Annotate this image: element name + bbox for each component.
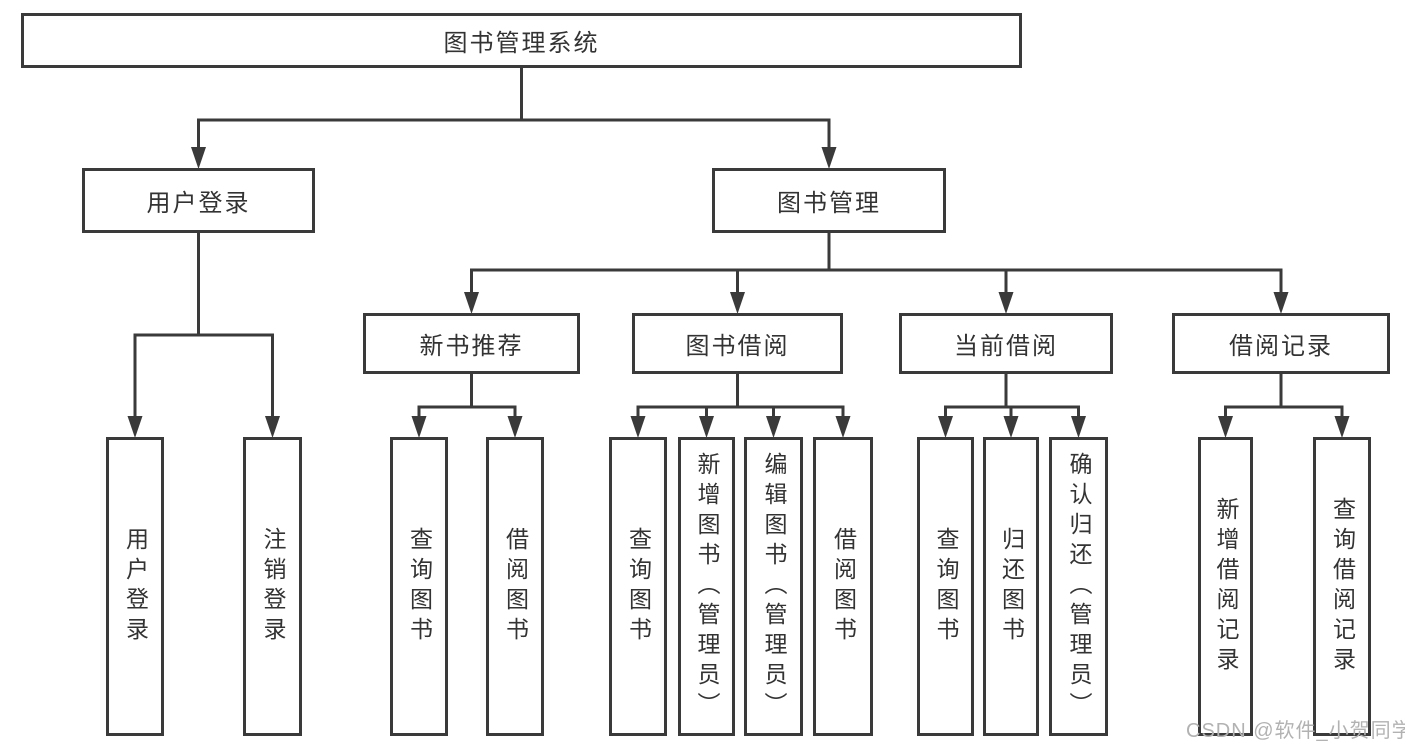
node-label-ul-login: 用户登录 (122, 526, 149, 647)
node-borrow-records: 借阅记录 (1172, 313, 1390, 374)
node-label-ul-logout: 注销登录 (260, 526, 286, 647)
node-label-borrow-records: 借阅记录 (1229, 333, 1333, 360)
node-user-login: 用户登录 (82, 168, 315, 233)
node-label-bb-query: 查询图书 (625, 526, 652, 647)
node-book-borrow: 图书借阅 (632, 313, 843, 374)
node-bb-edit: 编辑图书（管理员） (744, 437, 803, 736)
node-cb-confirm: 确认归还（管理员） (1049, 437, 1108, 736)
node-label-book-borrow: 图书借阅 (685, 333, 790, 360)
node-bb-query: 查询图书 (609, 437, 667, 736)
node-label-book-mgmt: 图书管理 (777, 190, 881, 217)
node-label-br-query: 查询借阅记录 (1329, 496, 1356, 677)
node-book-mgmt: 图书管理 (712, 168, 946, 233)
node-label-current-borrow: 当前借阅 (954, 333, 1058, 360)
node-bb-borrow: 借阅图书 (813, 437, 873, 736)
watermark: CSDN @软件_小贺同学 (1186, 720, 1405, 742)
node-label-cb-return: 归还图书 (998, 526, 1025, 647)
node-label-bb-borrow: 借阅图书 (830, 526, 857, 647)
node-ul-logout: 注销登录 (243, 437, 302, 736)
node-root: 图书管理系统 (21, 13, 1022, 68)
node-new-book-rec: 新书推荐 (363, 313, 580, 374)
node-cb-return: 归还图书 (983, 437, 1039, 736)
node-br-query: 查询借阅记录 (1313, 437, 1371, 736)
node-label-bb-edit: 编辑图书（管理员） (761, 451, 787, 722)
node-label-cb-query: 查询图书 (933, 526, 959, 647)
node-label-new-book-rec: 新书推荐 (419, 333, 524, 360)
node-current-borrow: 当前借阅 (899, 313, 1113, 374)
node-label-nb-borrow: 借阅图书 (502, 526, 529, 647)
node-ul-login: 用户登录 (106, 437, 164, 736)
node-nb-query: 查询图书 (390, 437, 448, 736)
node-label-bb-add: 新增图书（管理员） (694, 451, 720, 722)
node-label-user-login: 用户登录 (146, 190, 251, 217)
node-label-nb-query: 查询图书 (406, 526, 433, 647)
node-nb-borrow: 借阅图书 (486, 437, 544, 736)
node-label-br-add: 新增借阅记录 (1213, 496, 1239, 677)
node-cb-query: 查询图书 (917, 437, 974, 736)
node-br-add: 新增借阅记录 (1198, 437, 1253, 736)
node-bb-add: 新增图书（管理员） (678, 437, 735, 736)
node-label-root: 图书管理系统 (443, 30, 600, 57)
node-label-cb-confirm: 确认归还（管理员） (1066, 451, 1092, 722)
